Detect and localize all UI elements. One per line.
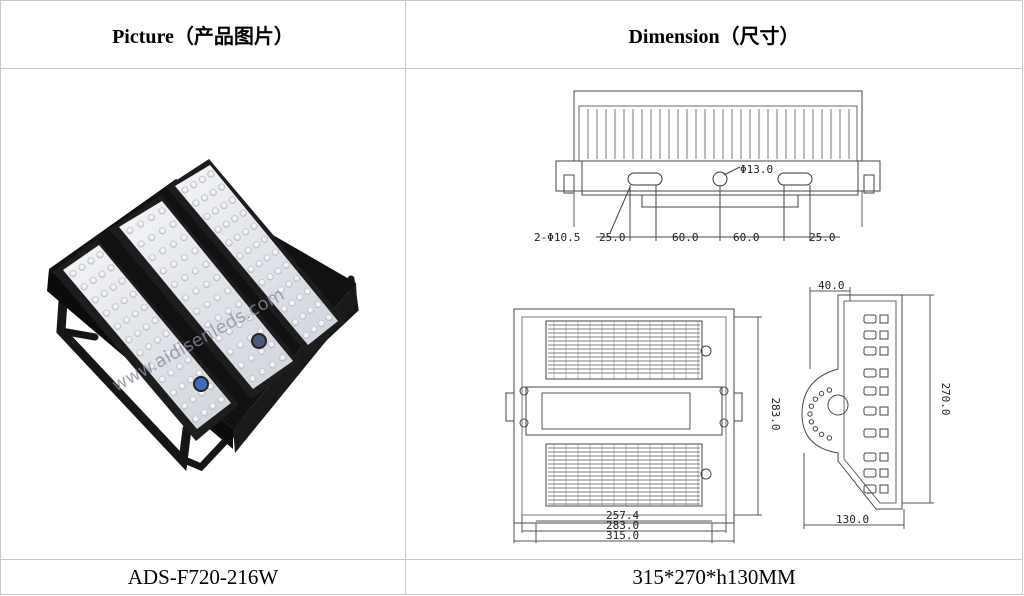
front-view: 257.4 283.0 315.0 283.0 (505, 308, 782, 543)
front-width-2: 283.0 (606, 519, 639, 532)
model-cell: ADS-F720-216W (0, 559, 406, 595)
top-view: 2-Φ10.5 Φ13.0 25.0 60.0 60.0 25.0 (534, 90, 881, 244)
center-hole-label: Φ13.0 (740, 163, 773, 176)
hole-note: 2-Φ10.5 (534, 231, 580, 244)
product-picture-cell: www.aidisenleds.com (0, 68, 406, 560)
side-height-dim: 270.0 (939, 382, 952, 415)
side-view: 40.0 270.0 130.0 (801, 279, 952, 529)
product-photo: www.aidisenleds.com (47, 159, 359, 472)
dimension-drawing-cell: 2-Φ10.5 Φ13.0 25.0 60.0 60.0 25.0 (405, 68, 1023, 560)
top-dim-1: 25.0 (599, 231, 626, 244)
side-top-dim: 40.0 (818, 279, 845, 292)
front-height: 283.0 (769, 397, 782, 430)
size-cell: 315*270*h130MM (405, 559, 1023, 595)
junction-box-2 (251, 333, 267, 349)
top-dim-3: 60.0 (733, 231, 760, 244)
front-width-1: 257.4 (606, 509, 639, 522)
dimension-drawing: 2-Φ10.5 Φ13.0 25.0 60.0 60.0 25.0 (505, 90, 952, 543)
junction-box-1 (193, 376, 209, 392)
top-dim-4: 25.0 (809, 231, 836, 244)
front-width-3: 315.0 (606, 529, 639, 542)
dimension-header: Dimension（尺寸） (405, 0, 1023, 69)
led-chips (69, 170, 333, 423)
top-dim-2: 60.0 (672, 231, 699, 244)
picture-header: Picture（产品图片） (0, 0, 406, 69)
side-bottom-dim: 130.0 (836, 513, 869, 526)
